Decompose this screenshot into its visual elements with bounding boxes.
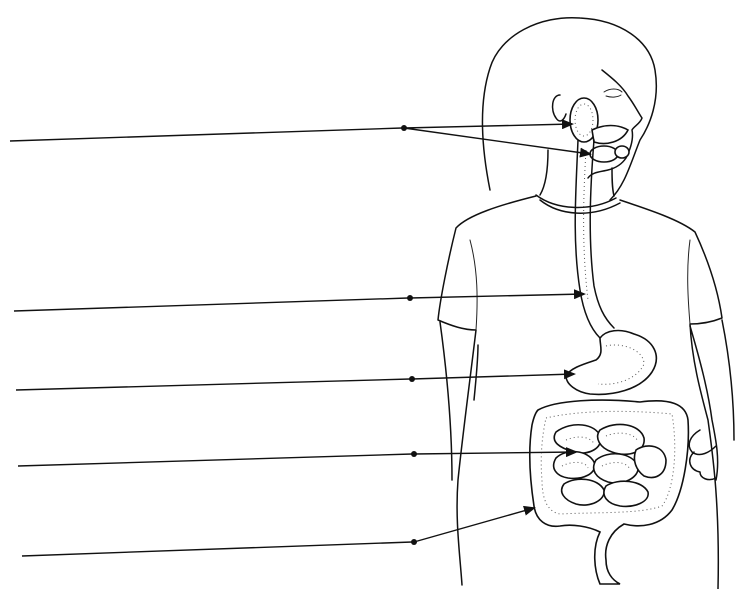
sleeve-seam-left [470, 240, 477, 330]
arrow-1a [404, 124, 572, 128]
esophagus-tube [575, 140, 600, 338]
label-line-1 [10, 128, 402, 141]
digestive-organs [530, 98, 689, 584]
label-leaders [10, 124, 590, 556]
left-arm [440, 322, 478, 480]
ear-outline [553, 95, 566, 121]
salivary-gland-lower [590, 146, 618, 162]
sleeve-seam-right [688, 240, 690, 324]
shirt-outline [438, 196, 722, 589]
stomach [566, 331, 656, 395]
arrow-2 [410, 294, 584, 298]
arrow-3 [412, 374, 574, 379]
arrow-1b [404, 128, 590, 154]
salivary-gland-lower-2 [615, 146, 629, 158]
arrow-5 [414, 508, 534, 542]
shirt-collar [536, 195, 620, 213]
hair-outline [482, 18, 656, 200]
eye [604, 89, 622, 97]
label-line-2 [14, 298, 408, 311]
label-line-4 [18, 454, 412, 466]
label-line-5 [22, 542, 412, 556]
mouth-cavity [592, 126, 628, 144]
label-line-3 [16, 379, 410, 390]
